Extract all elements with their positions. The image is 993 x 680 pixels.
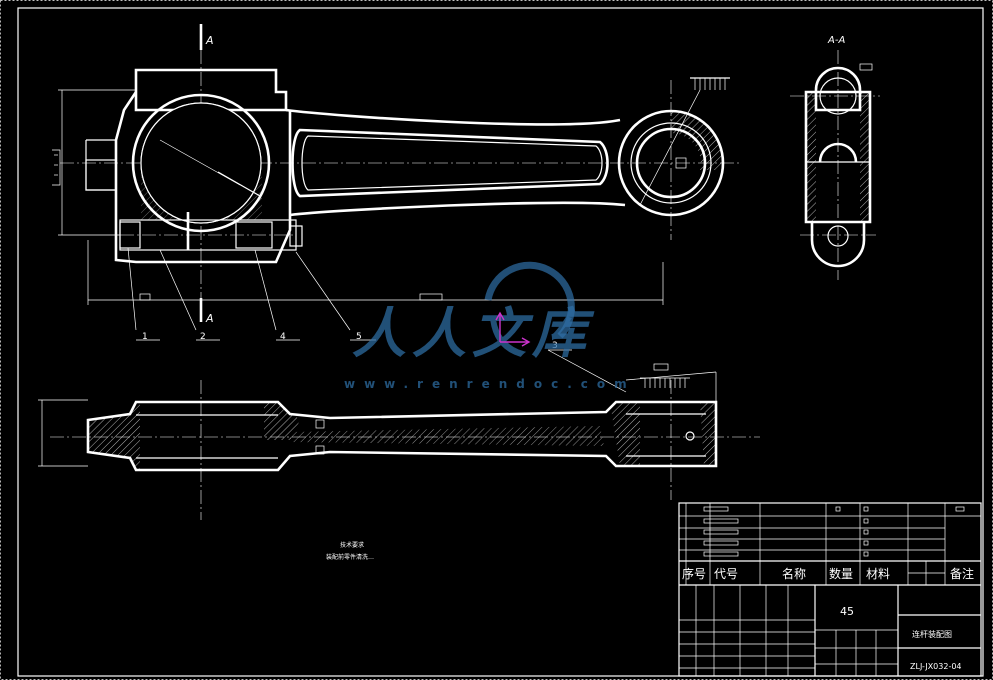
material-value: 45: [840, 605, 854, 618]
balloon-3: 3: [552, 341, 558, 351]
balloon-1: 1: [142, 332, 148, 342]
balloon-2: 2: [200, 332, 206, 342]
bom-header-qty: 数量: [829, 566, 853, 581]
drawing-title: 连杆装配图: [912, 629, 952, 639]
balloon-4: 4: [280, 332, 286, 342]
watermark: [484, 261, 575, 339]
drawing-number: ZLJ-JX032-04: [910, 662, 962, 671]
section-mark-bottom: A: [205, 312, 214, 325]
watermark-url: www.renrendoc.com: [344, 377, 636, 391]
bom-header-name: 名称: [782, 566, 806, 581]
tech-notes-line1: 装配前零件清洗…: [326, 553, 374, 561]
ucs-axis-icon: [495, 311, 531, 347]
watermark-brand: 人人文库: [352, 302, 595, 365]
top-view: [38, 363, 760, 520]
section-mark-top: A: [205, 34, 214, 47]
front-view: [52, 24, 740, 322]
bom-header-material: 材料: [866, 567, 890, 581]
leaders: [127, 247, 627, 393]
bom-header-remark: 备注: [950, 566, 974, 581]
bom-header-code: 代号: [714, 567, 738, 581]
bom-header-seq: 序号: [682, 566, 706, 581]
balloon-5: 5: [356, 332, 362, 342]
section-title: A-A: [827, 35, 845, 46]
tech-notes-title: 技术要求: [340, 541, 364, 549]
section-view-a-a: [790, 50, 880, 280]
drawing-frame: [17, 7, 984, 677]
title-block-frame: [678, 502, 982, 677]
